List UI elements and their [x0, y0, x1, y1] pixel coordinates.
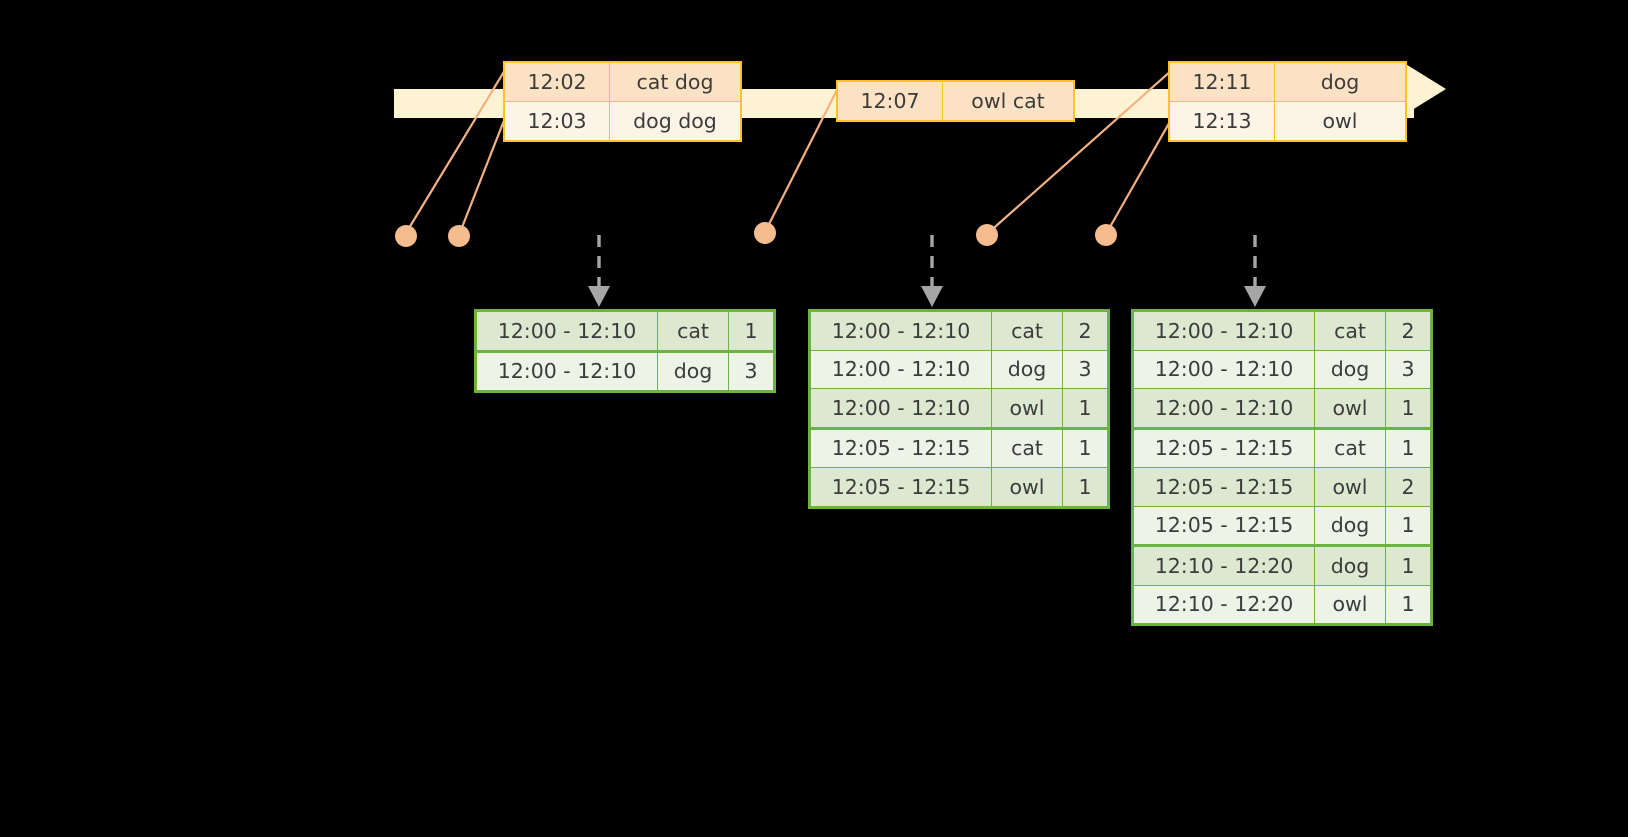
event-time-cell: 12:02: [503, 61, 610, 102]
result-key-cell: cat: [657, 310, 729, 353]
result-window-cell: 12:05 - 12:15: [1132, 467, 1315, 507]
result-key-cell: cat: [1314, 310, 1386, 351]
result-window-cell: 12:00 - 12:10: [1132, 349, 1315, 389]
event-words-cell: cat dog: [609, 61, 742, 102]
result-count-cell: 1: [1385, 505, 1432, 547]
result-window-cell: 12:00 - 12:10: [475, 310, 658, 353]
result-key-cell: cat: [1314, 427, 1386, 468]
result-window-cell: 12:10 - 12:20: [1132, 545, 1315, 586]
result-count-cell: 1: [728, 310, 775, 353]
result-count-cell: 1: [1385, 427, 1432, 468]
event-dot-4: [976, 224, 998, 246]
result-count-cell: 1: [1062, 388, 1109, 430]
result-count-cell: 2: [1385, 310, 1432, 351]
result-count-cell: 3: [728, 350, 775, 392]
result-window-cell: 12:00 - 12:10: [809, 310, 992, 351]
result-count-cell: 3: [1062, 349, 1109, 389]
result-window-cell: 12:05 - 12:15: [809, 427, 992, 468]
result-window-cell: 12:00 - 12:10: [475, 350, 658, 392]
result-window-cell: 12:00 - 12:10: [809, 388, 992, 430]
result-window-cell: 12:00 - 12:10: [1132, 388, 1315, 430]
result-count-cell: 2: [1385, 467, 1432, 507]
event-time-cell: 12:11: [1168, 61, 1275, 102]
result-key-cell: owl: [1314, 388, 1386, 430]
result-count-cell: 2: [1062, 310, 1109, 351]
leader-line-2: [457, 117, 507, 236]
drop-arrow-1-head: [588, 286, 610, 307]
event-words-cell: owl: [1274, 101, 1407, 142]
event-words-cell: owl cat: [942, 80, 1075, 122]
result-window-cell: 12:10 - 12:20: [1132, 584, 1315, 625]
timeline-arrow-head: [1404, 63, 1446, 115]
result-window-cell: 12:00 - 12:10: [809, 349, 992, 389]
drop-arrow-2-head: [921, 286, 943, 307]
result-key-cell: dog: [1314, 505, 1386, 547]
result-key-cell: cat: [991, 310, 1063, 351]
event-time-cell: 12:13: [1168, 101, 1275, 142]
event-time-cell: 12:03: [503, 101, 610, 142]
result-count-cell: 1: [1062, 467, 1109, 508]
drop-arrow-3-head: [1244, 286, 1266, 307]
result-count-cell: 1: [1385, 388, 1432, 430]
event-words-cell: dog: [1274, 61, 1407, 102]
result-key-cell: cat: [991, 427, 1063, 468]
result-count-cell: 1: [1385, 545, 1432, 586]
result-key-cell: owl: [991, 467, 1063, 508]
result-key-cell: owl: [1314, 467, 1386, 507]
event-dot-1: [395, 225, 417, 247]
result-key-cell: dog: [1314, 545, 1386, 586]
result-key-cell: dog: [1314, 349, 1386, 389]
result-window-cell: 12:00 - 12:10: [1132, 310, 1315, 351]
result-key-cell: owl: [1314, 584, 1386, 625]
result-count-cell: 3: [1385, 349, 1432, 389]
leader-line-5: [1105, 117, 1173, 235]
event-dot-5: [1095, 224, 1117, 246]
result-count-cell: 1: [1062, 427, 1109, 468]
result-key-cell: owl: [991, 388, 1063, 430]
result-window-cell: 12:05 - 12:15: [1132, 427, 1315, 468]
event-time-cell: 12:07: [836, 80, 943, 122]
result-window-cell: 12:05 - 12:15: [1132, 505, 1315, 547]
result-key-cell: dog: [991, 349, 1063, 389]
result-key-cell: dog: [657, 350, 729, 392]
event-dot-2: [448, 225, 470, 247]
event-dot-3: [754, 222, 776, 244]
event-words-cell: dog dog: [609, 101, 742, 142]
result-count-cell: 1: [1385, 584, 1432, 625]
result-window-cell: 12:05 - 12:15: [809, 467, 992, 508]
